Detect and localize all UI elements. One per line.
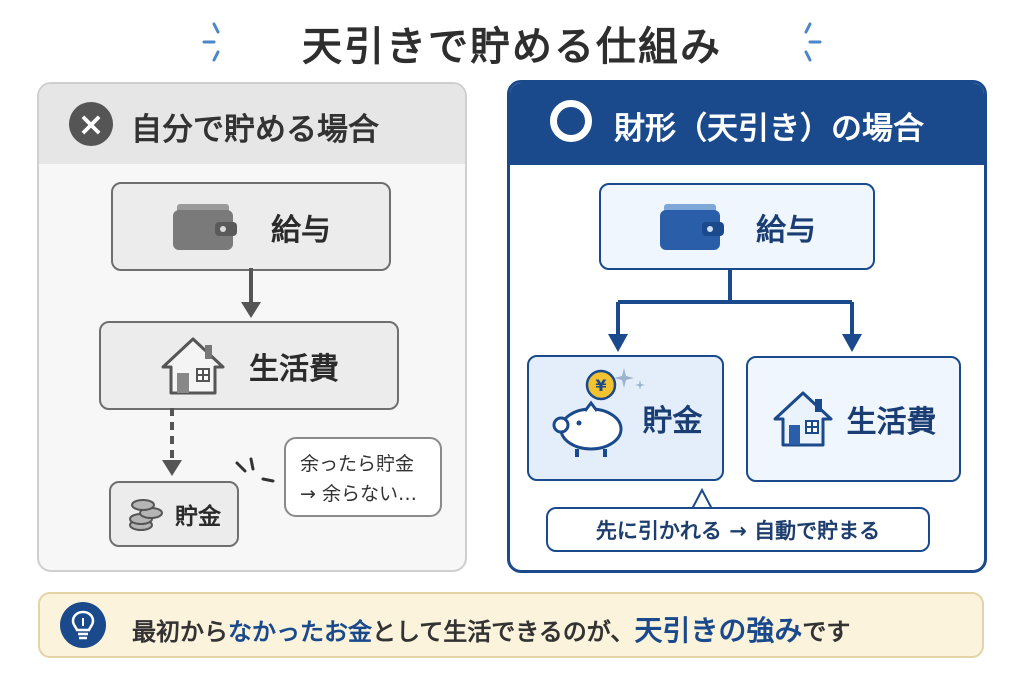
footer-part-1: 最初から (132, 618, 228, 646)
page-title: 天引きで貯める仕組み (302, 24, 722, 70)
salary-box: 給与 (111, 182, 391, 271)
living-cost-label: 生活費 (249, 351, 339, 387)
split-arrow (608, 270, 862, 352)
payroll-deduction-title: 財形（天引き）の場合 (614, 111, 924, 147)
living-cost-box: 生活費 (99, 321, 399, 410)
wallet-icon (173, 203, 237, 250)
savings-box: 貯金 (109, 481, 239, 547)
bubble-line-2: → 余らない… (300, 483, 417, 505)
footer-part-3: として生活できるのが、 (372, 618, 635, 646)
circle-icon (550, 100, 592, 142)
payroll-deduction-panel: 財形（天引き）の場合 (507, 80, 987, 573)
savings-label: 貯金 (175, 504, 221, 530)
yen-symbol: ¥ (595, 376, 606, 395)
footer-banner: 最初からなかったお金として生活できるのが、天引きの強みです (38, 592, 984, 658)
flow-arrow (241, 268, 261, 318)
speech-bubble: 余ったら貯金 → 余らない… (284, 437, 442, 517)
salary-label: 給与 (271, 212, 331, 248)
house-icon (773, 391, 832, 447)
salary-box: 給与 (599, 183, 875, 270)
footer-message: 最初からなかったお金として生活できるのが、天引きの強みです (132, 609, 850, 649)
bubble-line-1: 余ったら貯金 (300, 453, 415, 475)
cross-icon: × (69, 102, 113, 146)
dashed-arrow (162, 408, 182, 476)
living-cost-label: 生活費 (846, 405, 937, 440)
payroll-deduction-header: 財形（天引き）の場合 (510, 83, 984, 165)
piggy-bank-icon: ¥ (552, 369, 622, 457)
lightbulb-icon (60, 602, 106, 648)
salary-label: 給与 (756, 212, 816, 248)
wallet-icon (660, 203, 724, 250)
burst-icon (235, 457, 275, 483)
house-icon (161, 337, 225, 394)
self-saving-header: × 自分で貯める場合 (39, 84, 465, 164)
footer-part-5: です (802, 618, 851, 646)
sparkle-icon (614, 368, 645, 390)
coins-icon (129, 499, 163, 531)
sparkle-icon (804, 22, 822, 62)
footer-part-2: なかったお金 (228, 618, 372, 646)
auto-saving-note: 先に引かれる → 自動で貯まる (546, 507, 930, 552)
savings-label: 貯金 (642, 404, 703, 439)
self-saving-title: 自分で貯める場合 (131, 112, 379, 148)
sparkle-icon (202, 22, 220, 62)
footer-part-4: 天引きの強み (634, 614, 803, 647)
living-cost-box: 生活費 (746, 356, 961, 482)
